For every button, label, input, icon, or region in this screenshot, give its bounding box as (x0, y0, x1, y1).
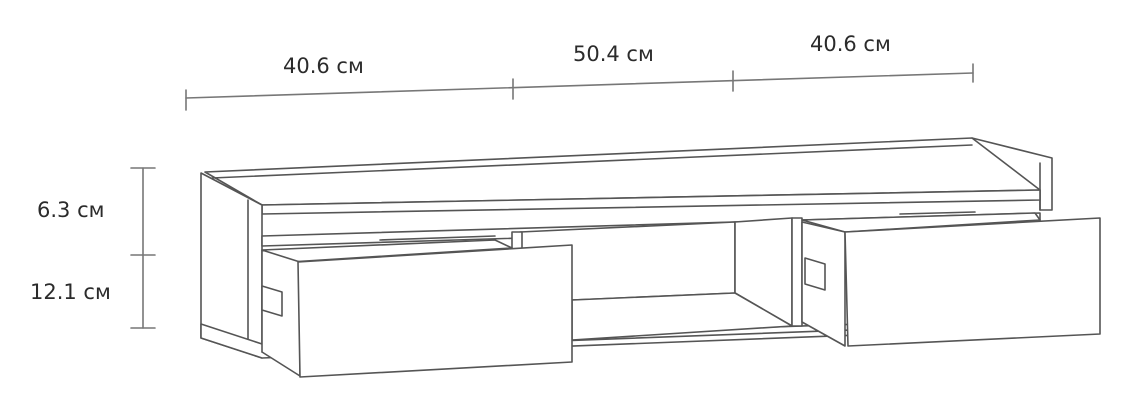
right-drawer-runner (804, 257, 826, 291)
width-label-right: 40.6 см (810, 32, 891, 56)
width-dimension-main-line (185, 72, 974, 99)
tv-stand (200, 137, 1101, 378)
height-label-top: 6.3 см (37, 198, 105, 222)
center-divider-right (791, 217, 803, 327)
height-label-bottom: 12.1 см (30, 280, 111, 304)
left-drawer-front (297, 244, 573, 378)
right-drawer-front (844, 217, 1101, 347)
right-drawer-rail (899, 211, 976, 215)
width-dimension-line (185, 63, 974, 111)
left-drawer-rail (379, 235, 496, 241)
width-label-left: 40.6 см (283, 54, 364, 78)
width-label-center: 50.4 см (573, 42, 654, 66)
height-dimension-line (130, 167, 156, 329)
left-drawer-runner (261, 285, 283, 317)
top-board-inner-line (211, 144, 973, 179)
